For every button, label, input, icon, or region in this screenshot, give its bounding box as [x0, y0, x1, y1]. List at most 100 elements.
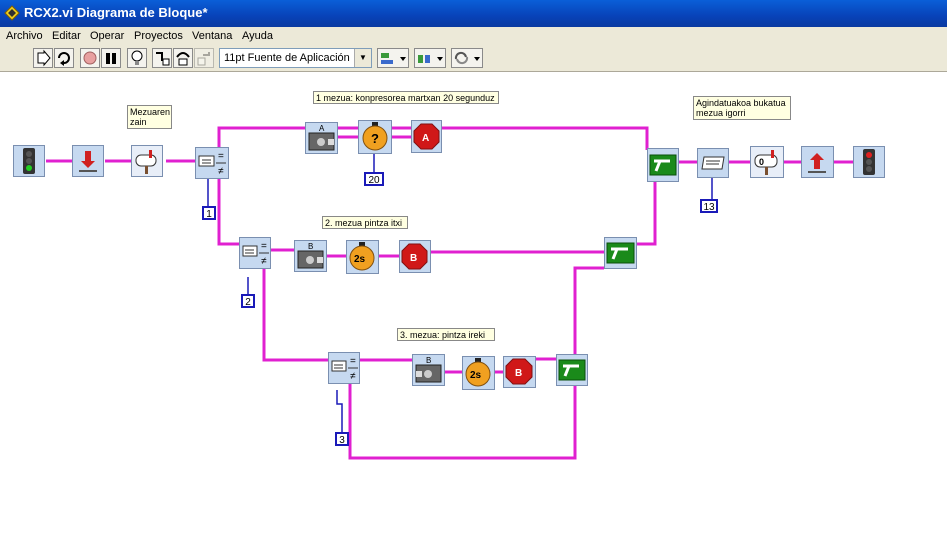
svg-text:=: =	[261, 241, 267, 252]
motor-b-node-2[interactable]: B	[412, 354, 445, 386]
traffic-light-icon	[863, 149, 875, 175]
case-selector-1[interactable]: =≠	[195, 147, 229, 179]
svg-text:=: =	[350, 356, 356, 367]
svg-text:B: B	[410, 253, 417, 264]
mailbox-clear-node[interactable]: 0	[750, 146, 784, 178]
font-select-value: 11pt Fuente de Aplicación	[224, 52, 350, 64]
case-end-node-3[interactable]	[556, 354, 588, 386]
step-into-icon	[156, 52, 170, 66]
svg-text:B: B	[515, 368, 522, 379]
case-selector-3[interactable]: =≠	[328, 352, 360, 384]
message-compare-icon: =≠	[198, 151, 226, 177]
send-message-icon	[701, 156, 725, 170]
labview-vi-icon	[4, 5, 20, 21]
case-end-icon	[606, 242, 635, 264]
run-continuously-icon	[58, 52, 70, 66]
step-over-button[interactable]	[173, 48, 193, 68]
menu-ayuda[interactable]: Ayuda	[242, 30, 273, 42]
svg-text:≠: ≠	[218, 166, 224, 177]
timer-icon: 2s	[465, 358, 491, 387]
stop-b-node-2[interactable]: B	[503, 356, 536, 388]
case-end-node-2[interactable]	[604, 237, 637, 269]
svg-text:≠: ≠	[261, 256, 267, 267]
menu-bar: Archivo Editar Operar Proyectos Ventana …	[0, 27, 947, 46]
pause-icon	[106, 53, 116, 64]
end-traffic-light-node[interactable]	[853, 146, 885, 178]
case-selector-2[interactable]: =≠	[239, 237, 271, 269]
run-arrow-icon	[37, 49, 51, 67]
svg-text:A: A	[319, 124, 325, 133]
message-compare-icon: =≠	[242, 241, 269, 267]
stop-sign-icon: B	[401, 243, 428, 270]
constant-20[interactable]: 20	[364, 172, 384, 186]
motor-output-icon: B	[297, 242, 324, 269]
wires-layer	[46, 126, 853, 460]
motor-a-node[interactable]: A	[305, 122, 338, 154]
step-out-icon	[197, 52, 210, 66]
toolbar: 11pt Fuente de Aplicación ▼	[0, 46, 947, 72]
pause-button[interactable]	[101, 48, 121, 68]
wait-timer-node-1[interactable]: ?	[358, 120, 392, 154]
arrow-up-icon	[808, 153, 826, 173]
step-out-button[interactable]	[194, 48, 214, 68]
timer-icon: ?	[362, 122, 388, 151]
constant-13[interactable]: 13	[700, 199, 718, 213]
wait-mailbox-node[interactable]	[131, 145, 163, 177]
wait-timer-node-2[interactable]: 2s	[346, 240, 379, 274]
abort-button[interactable]	[80, 48, 100, 68]
menu-archivo[interactable]: Archivo	[6, 30, 43, 42]
case-end-node-1[interactable]	[647, 148, 679, 182]
arrow-down-icon	[79, 151, 97, 172]
svg-text:=: =	[218, 151, 224, 162]
chevron-down-icon: ▼	[354, 49, 371, 67]
timer-icon: 2s	[349, 242, 375, 271]
start-traffic-light-node[interactable]	[13, 145, 45, 177]
menu-proyectos[interactable]: Proyectos	[134, 30, 183, 42]
step-into-button[interactable]	[152, 48, 172, 68]
highlight-execution-button[interactable]	[127, 48, 147, 68]
note-msg2: 2. mezua pintza itxi	[322, 216, 408, 229]
menu-editar[interactable]: Editar	[52, 30, 81, 42]
window-title: RCX2.vi Diagrama de Bloque*	[24, 5, 208, 20]
reorder-button[interactable]	[451, 48, 483, 68]
run-continuously-button[interactable]	[54, 48, 74, 68]
distribute-objects-button[interactable]	[414, 48, 446, 68]
font-select[interactable]: 11pt Fuente de Aplicación ▼	[219, 48, 372, 68]
note-msg3: 3. mezua: pintza ireki	[397, 328, 495, 341]
align-objects-icon	[381, 53, 406, 64]
download-node[interactable]	[72, 145, 104, 177]
send-message-node[interactable]	[697, 148, 729, 178]
svg-text:A: A	[422, 133, 429, 144]
menu-operar[interactable]: Operar	[90, 30, 125, 42]
motor-b-node-1[interactable]: B	[294, 240, 327, 272]
traffic-light-icon	[23, 148, 35, 174]
svg-text:B: B	[426, 356, 431, 365]
svg-text:2s: 2s	[354, 254, 366, 265]
constant-2[interactable]: 2	[241, 294, 255, 308]
motor-output-icon: A	[308, 124, 335, 151]
svg-text:0: 0	[759, 157, 764, 167]
stop-circle-icon	[83, 51, 97, 65]
case-end-icon	[558, 359, 586, 381]
wait-timer-node-3[interactable]: 2s	[462, 356, 495, 390]
stop-sign-icon: A	[413, 123, 440, 150]
stop-b-node-1[interactable]: B	[399, 240, 431, 273]
stop-sign-icon: B	[505, 358, 533, 385]
stop-a-node[interactable]: A	[411, 120, 442, 153]
constant-1[interactable]: 1	[202, 206, 216, 220]
run-button[interactable]	[33, 48, 53, 68]
case-end-icon	[649, 154, 677, 176]
menu-ventana[interactable]: Ventana	[192, 30, 233, 42]
step-over-icon	[176, 52, 190, 66]
reorder-icon	[454, 51, 480, 65]
constant-3[interactable]: 3	[335, 432, 349, 446]
title-bar: RCX2.vi Diagrama de Bloque*	[0, 0, 947, 27]
upload-node[interactable]	[801, 146, 834, 178]
svg-text:≠: ≠	[350, 371, 356, 382]
align-objects-button[interactable]	[377, 48, 409, 68]
motor-output-icon: B	[415, 356, 442, 383]
message-compare-icon: =≠	[331, 356, 358, 382]
svg-text:B: B	[308, 242, 313, 251]
svg-text:2s: 2s	[470, 370, 482, 381]
